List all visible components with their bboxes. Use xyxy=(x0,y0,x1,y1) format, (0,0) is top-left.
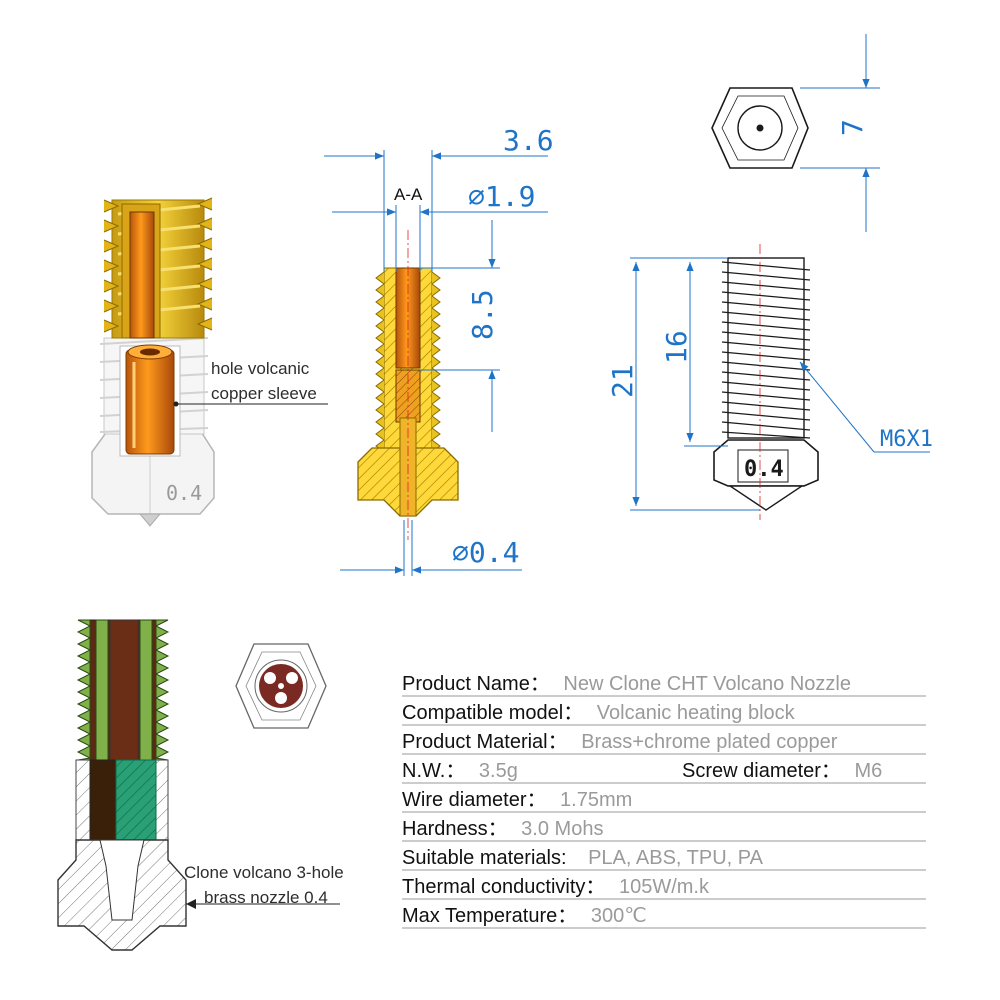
spec-key: Hardness： xyxy=(402,818,508,840)
spec-value: 300℃ xyxy=(591,905,647,927)
spec-table: Product Name： New Clone CHT Volcano Nozz… xyxy=(402,673,926,929)
spec-value: 3.5g xyxy=(479,760,518,782)
spec-row-suitable-materials: Suitable materials: PLA, ABS, TPU, PA xyxy=(402,847,764,869)
dim-thread-size: M6X1 xyxy=(880,427,933,452)
dim-top-width: 3.6 xyxy=(503,124,554,157)
spec-key: Product Material： xyxy=(402,731,568,753)
dim-hex-height: 7 xyxy=(836,119,869,136)
spec-key: Thermal conductivity： xyxy=(402,876,605,898)
sleeve-label-line1: hole volcanic xyxy=(211,359,310,378)
spec-row-product-name: Product Name： New Clone CHT Volcano Nozz… xyxy=(402,673,851,695)
spec-row-max-temperature: Max Temperature： 300℃ xyxy=(402,905,647,927)
hex-top-view: 7 xyxy=(711,34,880,232)
three-hole-top-view xyxy=(235,643,327,729)
dim-thread-length: 16 xyxy=(660,330,693,364)
spec-row-screw-diameter: Screw diameter： M6 xyxy=(682,760,882,782)
spec-key: N.W.： xyxy=(402,760,465,782)
spec-value: Brass+chrome plated copper xyxy=(581,731,838,753)
spec-value: PLA, ABS, TPU, PA xyxy=(588,847,764,869)
spec-value: 1.75mm xyxy=(560,789,632,811)
copper-sleeve xyxy=(119,344,181,457)
sleeve-label-line2: copper sleeve xyxy=(211,384,317,403)
spec-value: Volcanic heating block xyxy=(597,702,796,724)
dim-total-length: 21 xyxy=(606,364,639,398)
nozzle-label-line1: Clone volcano 3-hole xyxy=(184,863,344,882)
spec-key: Wire diameter： xyxy=(402,789,546,811)
spec-value: 105W/m.k xyxy=(619,876,710,898)
cutaway-render: 0.4 hole volcanic copper sleeve xyxy=(91,197,328,527)
bottom-section-view: Clone volcano 3-hole brass nozzle 0.4 xyxy=(57,619,344,951)
nozzle-marking: 0.4 xyxy=(744,457,784,482)
spec-row-nw: N.W.： 3.5g xyxy=(402,760,518,782)
brass-threads xyxy=(103,197,213,339)
section-label: A-A xyxy=(394,185,423,204)
spec-key: Compatible model： xyxy=(402,702,583,724)
section-view-aa: 3.6 A-A ⌀1.9 8.5 ⌀0.4 xyxy=(324,124,554,576)
spec-row-hardness: Hardness： 3.0 Mohs xyxy=(402,818,603,840)
spec-key: Product Name： xyxy=(402,673,550,695)
dim-bore-diameter: ⌀1.9 xyxy=(468,180,535,213)
dim-bore-depth: 8.5 xyxy=(466,289,499,340)
spec-value: New Clone CHT Volcano Nozzle xyxy=(563,673,851,695)
nozzle-label-line2: brass nozzle 0.4 xyxy=(204,888,328,907)
spec-value: M6 xyxy=(855,760,883,782)
spec-key: Suitable materials: xyxy=(402,847,567,869)
dimension-lines xyxy=(324,150,548,576)
spec-row-wire-diameter: Wire diameter： 1.75mm xyxy=(402,789,632,811)
side-view: 0.4 21 16 M6X1 xyxy=(606,244,933,520)
render-marking: 0.4 xyxy=(166,481,202,505)
spec-value: 3.0 Mohs xyxy=(521,818,603,840)
spec-key: Max Temperature： xyxy=(402,905,577,927)
dim-tip-diameter: ⌀0.4 xyxy=(452,536,519,569)
spec-key: Screw diameter： xyxy=(682,760,841,782)
spec-row-compatible-model: Compatible model： Volcanic heating block xyxy=(402,702,796,724)
spec-row-product-material: Product Material： Brass+chrome plated co… xyxy=(402,731,838,753)
spec-row-thermal-conductivity: Thermal conductivity： 105W/m.k xyxy=(402,876,710,898)
